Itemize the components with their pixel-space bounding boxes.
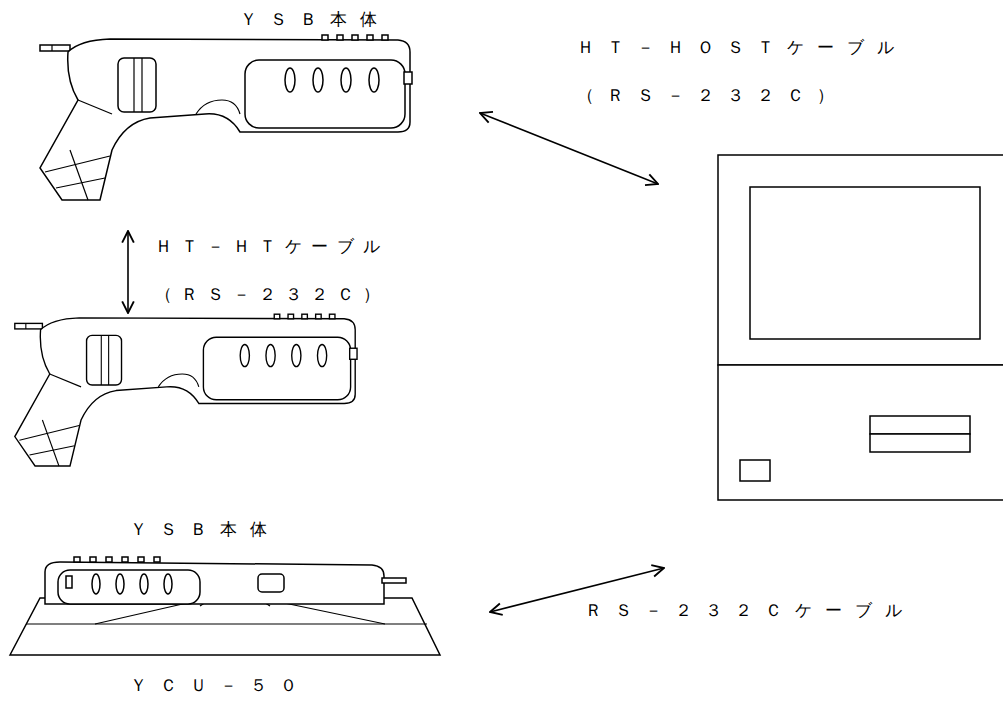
trigger-window: [118, 58, 156, 112]
key: [240, 345, 249, 367]
cradle-notch: [200, 593, 270, 606]
key: [285, 68, 295, 92]
key: [369, 68, 379, 92]
trigger-window: [87, 335, 122, 385]
grip-band: [56, 178, 105, 188]
top-button: [90, 557, 96, 562]
grip-band: [78, 100, 112, 114]
grip-band: [50, 374, 81, 387]
trigger-window: [258, 574, 284, 592]
key: [164, 574, 172, 594]
cradle-slope: [95, 600, 385, 624]
device-drawing: [10, 557, 440, 655]
top-button: [382, 35, 388, 40]
cradle-edge: [26, 623, 427, 624]
grip-band: [30, 446, 75, 455]
antenna: [15, 323, 43, 329]
top-button: [316, 314, 322, 319]
scanner-unit: ＹＳＢ本体: [35, 2, 415, 228]
battery-cover: [158, 374, 198, 387]
trigger-line: [141, 58, 142, 112]
monitor-screen: [750, 187, 980, 339]
cable-label: ＲＳ－２３２Ｃケーブル: [585, 586, 965, 634]
system-unit: [718, 365, 1003, 500]
antenna-band: [51, 45, 52, 51]
drive-slot: [870, 416, 970, 434]
cable-connector: [127, 231, 129, 313]
top-button: [106, 557, 112, 562]
key: [266, 345, 275, 367]
scanner-body: [15, 318, 355, 466]
connector-port: [350, 348, 357, 359]
device-figure: [15, 314, 357, 466]
top-button: [302, 314, 308, 319]
device-label: ＹＳＢ本体: [240, 7, 390, 31]
key-panel: [203, 337, 350, 400]
antenna-band: [25, 323, 26, 329]
grip-band: [45, 156, 110, 172]
scanner-body: [40, 39, 410, 200]
top-button: [274, 314, 280, 319]
key: [313, 68, 323, 92]
charging-cradle: ＹＣＵ－５０: [5, 558, 445, 703]
key: [317, 345, 326, 367]
key-panel: [58, 570, 200, 604]
device-drawing: [40, 35, 412, 200]
scanner-unit: ＹＳＢ本体: [8, 316, 398, 546]
rs232c-cable-arrow: [490, 568, 664, 612]
trigger-line: [133, 58, 134, 112]
grip-band: [19, 426, 79, 441]
device-outline: [5, 558, 445, 703]
top-button: [122, 557, 128, 562]
power-button: [740, 460, 770, 481]
top-button: [138, 557, 144, 562]
device-figure: [10, 557, 440, 655]
antenna: [40, 45, 70, 51]
antenna: [382, 578, 406, 583]
key: [341, 68, 351, 92]
grip-band: [70, 150, 88, 200]
top-button: [74, 557, 80, 562]
top-button: [352, 35, 358, 40]
top-button: [367, 35, 373, 40]
grip-band: [42, 420, 59, 466]
key-panel: [245, 60, 405, 128]
key: [140, 574, 148, 594]
device-label: ＹＣＵ－５０: [130, 673, 310, 697]
cable-label: ＨＴ－ＨＴケーブル （ＲＳ－２３２Ｃ）: [155, 222, 417, 318]
cable-label: ＨＴ－ＨＯＳＴケーブル （ＲＳ－２３２Ｃ）: [577, 23, 949, 119]
connector-port: [404, 72, 412, 84]
top-button: [288, 314, 294, 319]
top-button: [322, 35, 328, 40]
personal-computer: [718, 155, 1003, 500]
device-outline: [8, 316, 398, 546]
monitor-housing: [718, 155, 1003, 365]
top-button: [337, 35, 343, 40]
key: [92, 574, 100, 594]
top-button: [154, 557, 160, 562]
device-outline: [35, 2, 415, 228]
docked-scanner: [45, 562, 384, 604]
drive-slot: [870, 434, 970, 452]
device-drawing: [15, 314, 357, 466]
top-button: [329, 314, 335, 319]
device-label: ＹＳＢ本体: [130, 517, 280, 541]
key: [116, 574, 124, 594]
connector-port: [66, 576, 72, 588]
trigger-line: [108, 335, 109, 385]
host-cable-arrow: [480, 113, 658, 184]
battery-cover: [196, 100, 240, 114]
key: [292, 345, 301, 367]
cradle-base: [10, 598, 440, 655]
trigger-line: [101, 335, 102, 385]
device-figure: [40, 35, 412, 200]
